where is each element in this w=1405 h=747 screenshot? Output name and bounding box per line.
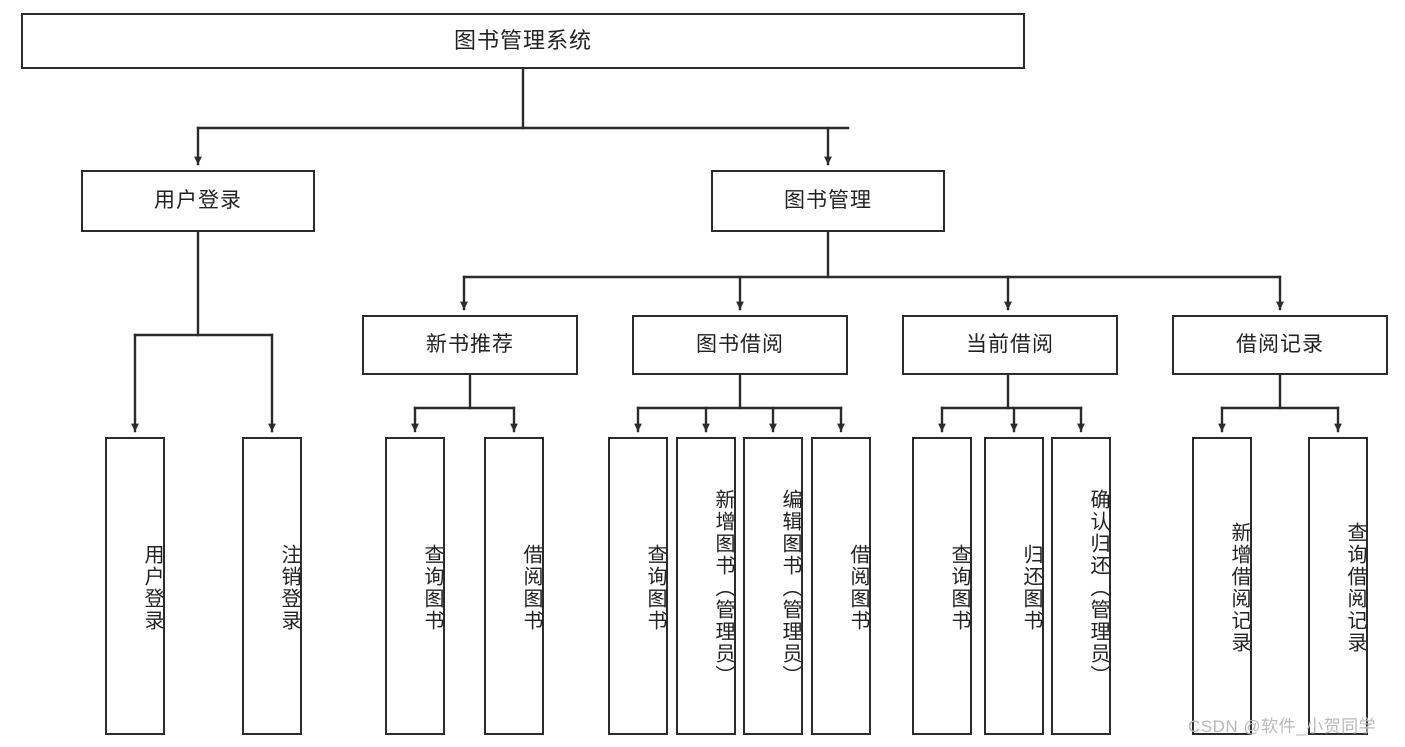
leaf-node-label: 注销登录: [278, 544, 300, 632]
leaf-node-label: 编辑图书（管理员）: [779, 489, 801, 687]
node-user-login[interactable]: 用户登录: [81, 170, 315, 232]
leaf-node-label: 新增借阅记录: [1228, 522, 1250, 654]
leaf-node[interactable]: 编辑图书（管理员）: [743, 437, 803, 735]
leaf-node-label: 借阅图书: [520, 544, 542, 632]
node-root[interactable]: 图书管理系统: [21, 13, 1025, 69]
node-book-borrow[interactable]: 图书借阅: [632, 315, 848, 375]
leaf-node[interactable]: 查询借阅记录: [1308, 437, 1368, 735]
leaf-node[interactable]: 查询图书: [385, 437, 445, 735]
node-borrow-record[interactable]: 借阅记录: [1172, 315, 1388, 375]
leaf-node[interactable]: 查询图书: [608, 437, 668, 735]
leaf-node[interactable]: 新增图书（管理员）: [676, 437, 736, 735]
leaf-node[interactable]: 新增借阅记录: [1192, 437, 1252, 735]
leaf-node-label: 归还图书: [1020, 544, 1042, 632]
leaf-node[interactable]: 归还图书: [984, 437, 1044, 735]
leaf-node-label: 查询图书: [421, 544, 443, 632]
leaf-node[interactable]: 用户登录: [105, 437, 165, 735]
csdn-watermark: CSDN @软件_小贺同学: [1188, 717, 1377, 736]
leaf-node[interactable]: 确认归还（管理员）: [1051, 437, 1111, 735]
leaf-node-label: 用户登录: [141, 544, 163, 632]
leaf-node[interactable]: 查询图书: [912, 437, 972, 735]
leaf-node[interactable]: 注销登录: [242, 437, 302, 735]
node-current-borrow[interactable]: 当前借阅: [902, 315, 1118, 375]
leaf-node[interactable]: 借阅图书: [484, 437, 544, 735]
node-book-manage[interactable]: 图书管理: [711, 170, 945, 232]
leaf-node-label: 查询借阅记录: [1344, 522, 1366, 654]
leaf-node-label: 新增图书（管理员）: [712, 489, 734, 687]
leaf-node-label: 查询图书: [948, 544, 970, 632]
leaf-node-label: 确认归还（管理员）: [1087, 489, 1109, 687]
node-new-book-recommend[interactable]: 新书推荐: [362, 315, 578, 375]
leaf-node-label: 查询图书: [644, 544, 666, 632]
leaf-node[interactable]: 借阅图书: [811, 437, 871, 735]
leaf-node-label: 借阅图书: [847, 544, 869, 632]
